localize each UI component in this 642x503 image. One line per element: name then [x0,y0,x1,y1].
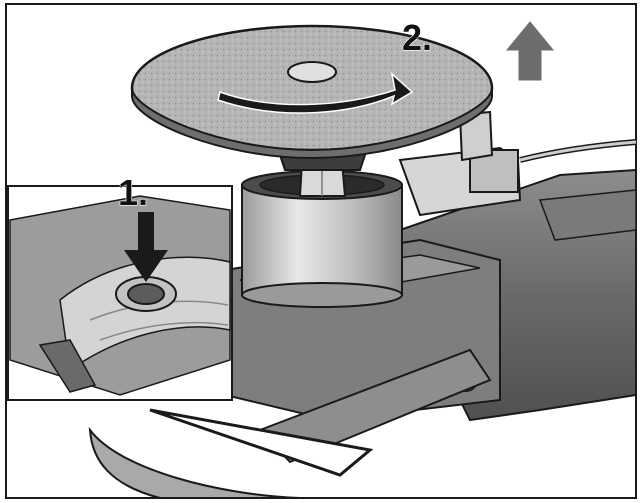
cylinder-bottom [241,282,403,308]
step-1-label: 1. [118,172,148,213]
wedge-shape [149,408,374,477]
down-arrow-icon [124,212,168,282]
disc-hub [287,61,337,83]
spindle-lock-button [127,283,165,305]
disc-edge [131,87,493,160]
guard-lower [88,426,301,499]
inset-latch [38,339,97,393]
curved-rotate-arrow-icon [217,71,414,114]
inset-groove-2 [99,321,229,341]
step-2-label: 2. [402,17,432,58]
power-cable-highlight [519,140,637,162]
bearing-cylinder [241,184,403,296]
inset-panel: 1. [7,171,233,401]
up-arrow-icon [505,21,555,81]
inset-panel-surface [59,256,231,372]
housing-ridge [538,189,637,241]
